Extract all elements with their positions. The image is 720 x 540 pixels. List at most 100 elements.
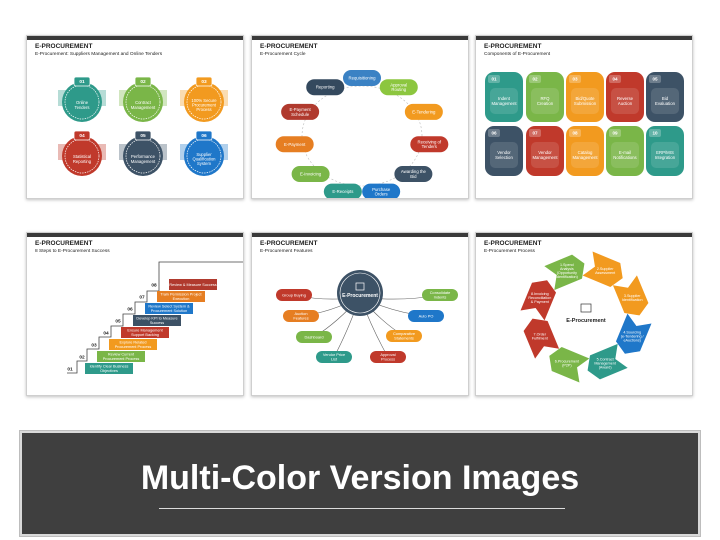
component-card bbox=[606, 72, 644, 122]
cycle-pill-label: E-Receipts bbox=[332, 189, 353, 194]
slide-subtitle: Components of E-Procurement bbox=[484, 52, 551, 57]
component-card bbox=[526, 72, 564, 122]
process-arrow bbox=[520, 280, 557, 321]
stair-line bbox=[67, 261, 243, 374]
step-number: 04 bbox=[103, 331, 109, 337]
process-step-label: 4.Sourcing(e-Tendering /eAuctions) bbox=[621, 330, 645, 342]
cycle-pill bbox=[275, 136, 314, 153]
item-number-tag bbox=[134, 130, 152, 141]
cycle-pill bbox=[343, 70, 381, 86]
slide-subtitle: E-Procurement: Suppliers Management and … bbox=[35, 52, 163, 57]
component-number: 03 bbox=[572, 77, 578, 82]
slide-top-bar bbox=[476, 36, 692, 40]
item-circle-ring bbox=[186, 84, 222, 120]
slide-subtitle: E-Procurement Cycle bbox=[260, 52, 306, 57]
item-circle bbox=[184, 136, 224, 176]
slide-thumbnail-8-steps[interactable]: E-PROCUREMENT 8 Steps to E-Procurement S… bbox=[26, 232, 244, 396]
process-step-group bbox=[544, 254, 585, 291]
process-arrow bbox=[544, 254, 585, 291]
component-card bbox=[606, 126, 644, 176]
feature-pill bbox=[370, 351, 406, 363]
component-number: 02 bbox=[532, 77, 538, 82]
component-inner-panel bbox=[531, 88, 559, 114]
item-circle-ring bbox=[186, 138, 222, 174]
component-inner-panel bbox=[611, 142, 639, 168]
feature-pill bbox=[386, 330, 422, 342]
cycle-pill bbox=[291, 165, 330, 182]
step-bar bbox=[97, 351, 145, 362]
step-number: 02 bbox=[79, 355, 85, 361]
slide-thumbnail-features[interactable]: E-PROCUREMENT E-Procurement Features E-P… bbox=[251, 232, 469, 396]
item-number: 02 bbox=[140, 79, 146, 85]
slide-thumbnail-process[interactable]: E-PROCUREMENT E-Procurement Process 1.Sp… bbox=[475, 232, 693, 396]
feature-label: Auto PO bbox=[419, 313, 434, 318]
component-number-tab bbox=[649, 75, 661, 83]
step-number: 08 bbox=[151, 283, 157, 289]
component-number: 05 bbox=[652, 77, 658, 82]
component-inner-panel bbox=[571, 88, 599, 114]
process-step-group bbox=[615, 313, 652, 354]
component-card bbox=[646, 126, 684, 176]
process-step-group bbox=[549, 346, 590, 383]
component-number: 10 bbox=[652, 131, 658, 136]
cycle-pill bbox=[362, 183, 401, 198]
item-circle bbox=[184, 82, 224, 122]
feature-pill bbox=[296, 331, 332, 343]
component-inner-panel bbox=[490, 142, 518, 168]
slide-thumbnail-components[interactable]: E-PROCUREMENT Components of E-Procuremen… bbox=[475, 35, 693, 199]
feature-label: Group Buying bbox=[282, 292, 306, 297]
item-number-tag bbox=[134, 76, 152, 87]
slide-thumbnail-procurement-cycle[interactable]: E-PROCUREMENT E-Procurement Cycle Requis… bbox=[251, 35, 469, 199]
item-number-tag bbox=[73, 76, 91, 87]
component-number: 07 bbox=[532, 131, 538, 136]
item-circle-ring bbox=[125, 84, 161, 120]
component-number-tab bbox=[609, 129, 621, 137]
slide-title: E-PROCUREMENT bbox=[260, 43, 318, 50]
item-circle-ring bbox=[64, 138, 100, 174]
cycle-pill-label: Requisitioning bbox=[349, 76, 377, 81]
cycle-pill bbox=[306, 79, 345, 96]
item-number: 05 bbox=[140, 133, 146, 139]
component-number: 08 bbox=[572, 131, 578, 136]
cycle-pill bbox=[281, 103, 320, 120]
item-number: 04 bbox=[79, 133, 85, 139]
feature-pill bbox=[422, 289, 458, 301]
component-inner-panel bbox=[490, 88, 518, 114]
component-number: 01 bbox=[491, 77, 497, 82]
slide-top-bar bbox=[252, 233, 468, 237]
component-inner-panel bbox=[571, 142, 599, 168]
component-inner-panel bbox=[651, 142, 679, 168]
component-number-tab bbox=[569, 129, 581, 137]
cycle-pill bbox=[394, 165, 433, 182]
slide-title: E-PROCUREMENT bbox=[484, 43, 542, 50]
slide-subtitle: 8 Steps to E-Procurement Success bbox=[35, 249, 110, 254]
slide-subtitle: E-Procurement Features bbox=[260, 249, 313, 254]
slide-top-bar bbox=[252, 36, 468, 40]
step-number: 03 bbox=[91, 343, 97, 349]
component-number-tab bbox=[569, 75, 581, 83]
slide-thumbnail-suppliers-management[interactable]: E-PROCUREMENT E-Procurement: Suppliers M… bbox=[26, 35, 244, 199]
cycle-pill-label: E-Payment bbox=[284, 142, 306, 147]
slide-top-bar bbox=[476, 233, 692, 237]
item-number-tag bbox=[195, 130, 213, 141]
